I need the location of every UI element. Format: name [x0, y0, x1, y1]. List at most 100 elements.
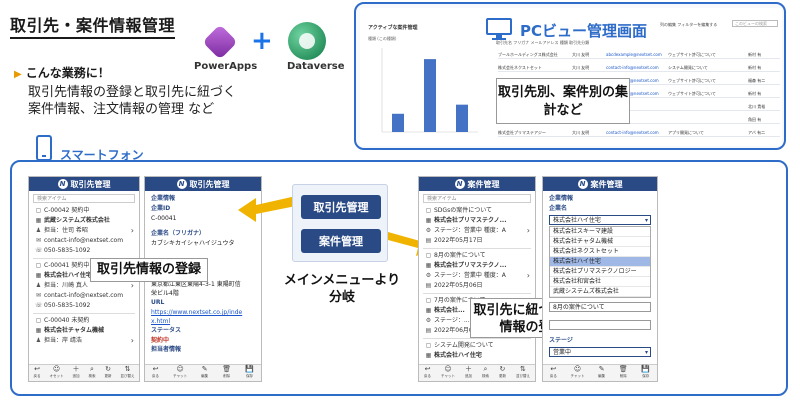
gear-icon: ⚙: [425, 317, 432, 324]
back-button[interactable]: ↩戻る: [549, 365, 557, 379]
nextset-logo-icon: N: [176, 179, 187, 189]
pc-table-cell: contact-info@nextset.com: [606, 130, 659, 135]
dropdown-option-selected[interactable]: 株式会社ハイ住宅: [550, 257, 650, 267]
back-button[interactable]: ↩戻る: [33, 365, 41, 379]
account-management-button[interactable]: 取引先管理: [301, 195, 381, 219]
pc-table-cell: 大川 友明: [572, 52, 590, 57]
page-title: 取引先・案件情報管理: [10, 12, 176, 39]
list-item[interactable]: ▢C-00040 未契約 ▦株式会社チャタム機械 ♟担当：岸 靖浩›: [29, 316, 139, 346]
url-link-2[interactable]: x.html: [151, 318, 171, 325]
pc-table-cell: contact-info@nextset.com: [606, 65, 659, 70]
dropdown-option[interactable]: 株式会社ネクストセット: [550, 247, 650, 257]
dropdown-option[interactable]: 株式会社チャタム機械: [550, 237, 650, 247]
edit-button[interactable]: ✎編集: [201, 365, 209, 379]
save-button[interactable]: 💾保存: [245, 365, 254, 379]
smartphone-icon: [36, 135, 52, 161]
case-name-input[interactable]: 8月の案件について: [549, 302, 651, 312]
list-item[interactable]: ▢システム開発について ▦株式会社ハイ住宅: [419, 341, 535, 361]
list-item[interactable]: ▢SDGsの案件について ▦株式会社プリマステクノ... ⚙ステージ：営業中 種…: [419, 206, 535, 246]
back-button[interactable]: ↩戻る: [152, 365, 160, 379]
list-item-person: ♟担当：川崎 真人›: [35, 281, 134, 290]
dropdown-option[interactable]: 武蔵システムズ株式会社: [550, 287, 650, 297]
nextset-logo-icon: N: [57, 179, 68, 189]
chat-button[interactable]: ☺チャット: [570, 365, 585, 379]
case-title: ▢7月の案件について: [425, 297, 486, 304]
building-icon: ▦: [425, 262, 432, 269]
add-button[interactable]: ＋追加: [72, 365, 80, 379]
chart-bar: [392, 113, 404, 132]
refresh-button[interactable]: ↻更新: [104, 365, 112, 379]
screen-header-title: 案件管理: [467, 179, 500, 189]
search-button[interactable]: ⌕検索: [481, 365, 489, 379]
case-company: ▦株式会社...: [425, 307, 465, 314]
delete-button[interactable]: 🗑削除: [222, 365, 232, 379]
search-input[interactable]: 検索アイテム: [423, 194, 531, 203]
main-menu-caption: メインメニューより分岐: [283, 273, 401, 305]
screen-header-title: 取引先管理: [70, 179, 111, 189]
stage-select[interactable]: 営業中▾: [549, 347, 651, 357]
company-id-label: 企業ID: [151, 205, 171, 212]
add-button[interactable]: ＋追加: [464, 365, 472, 379]
section-label: 企業情報: [549, 195, 574, 202]
sort-button[interactable]: ⇅並び替え: [515, 365, 530, 379]
person-icon: ♟: [35, 282, 42, 289]
list-item[interactable]: ▢7月の案件について ▦株式会社... ⚙ステージ：... ▤2022年06月0…: [419, 296, 535, 336]
refresh-button[interactable]: ↻更新: [498, 365, 506, 379]
document-icon: ▢: [425, 252, 432, 259]
list-item-person: ♟担当：岸 靖浩›: [35, 336, 134, 345]
list-item-name: ▦武蔵システムズ株式会社: [35, 217, 110, 224]
list-item-email: ✉contact-info@nextset.com: [35, 237, 124, 244]
pc-toolbar-buttons[interactable]: 列の編集 フィルターを編集する: [660, 22, 718, 27]
pc-table-cell: 新村 有: [748, 65, 762, 70]
monitor-icon: [486, 18, 512, 40]
url-label: URL: [151, 299, 165, 306]
edit-button[interactable]: ✎編集: [598, 365, 606, 379]
list-item[interactable]: ▢8月の案件について ▦株式会社プリマステクノ... ⚙ステージ：営業中 種度：…: [419, 251, 535, 291]
chat-button[interactable]: ☺チャット: [441, 365, 455, 379]
pc-table-cell: contact-info@nextset.com: [606, 78, 659, 83]
main-menu: 取引先管理 案件管理: [292, 184, 388, 262]
chat-button[interactable]: ☺チャット: [173, 365, 188, 379]
url-link[interactable]: https://www.nextset.co.jp/inde: [151, 309, 243, 316]
pc-table-cell: ブールホールディングス株式会社: [498, 52, 558, 57]
save-button[interactable]: 💾保存: [641, 365, 651, 379]
company-select[interactable]: 株式会社ハイ住宅▾: [549, 215, 651, 225]
dropdown-option[interactable]: 株式会社プリマステクノロジー: [550, 267, 650, 277]
back-button[interactable]: ↩戻る: [424, 365, 431, 379]
case-date: ▤2022年06月09日: [425, 327, 483, 334]
powerapps-label: PowerApps: [194, 61, 258, 72]
company-name-value: カブシキカイシャハイジュウタ: [151, 240, 235, 247]
screen-header-title: 取引先管理: [189, 179, 230, 189]
text-input[interactable]: [549, 320, 651, 330]
case-title: ▢8月の案件について: [425, 252, 486, 259]
person-icon: ♟: [35, 337, 42, 344]
dropdown-option[interactable]: 株式会社和宮会社: [550, 277, 650, 287]
list-item[interactable]: ▢C-00041 契約中 ▦株式会社ハイ住宅 ♟担当：川崎 真人› ✉conta…: [29, 261, 139, 311]
nextset-logo-icon: N: [577, 179, 588, 189]
chevron-right-icon: ›: [130, 281, 134, 290]
delete-button[interactable]: 🗑削除: [618, 365, 628, 379]
case-title: ▢SDGsの案件について: [425, 207, 493, 214]
bottom-toolbar: ↩戻る ☺オセット ＋追加 ⌕検索 ↻更新 ⇅並び替え: [29, 364, 139, 381]
case-company: ▦株式会社プリマステクノ...: [425, 262, 507, 269]
sort-button[interactable]: ⇅並び替え: [120, 365, 135, 379]
mail-icon: ✉: [35, 237, 42, 244]
chat-button[interactable]: ☺オセット: [49, 365, 64, 379]
building-icon: ▦: [425, 307, 432, 314]
business-description: 取引先情報の登録と取引先に紐づく 案件情報、注文情報の管理 など: [28, 84, 348, 118]
list-item-name: ▦株式会社ハイ住宅: [35, 272, 92, 279]
list-item-code: ▢C-00040 未契約: [35, 317, 90, 324]
chart-bars: [392, 59, 468, 132]
list-item[interactable]: ▢C-00042 契約中 ▦武蔵システムズ株式会社 ♟担当：住司 希昭› ✉co…: [29, 206, 139, 256]
case-management-button[interactable]: 案件管理: [301, 229, 381, 253]
pc-chart-caption: 種類 (この種類): [368, 36, 397, 41]
search-input[interactable]: 検索アイテム: [33, 194, 135, 203]
pc-view-panel: アクティブな案件管理 種類 (この種類) PCビュー管理画面 列の編集 フィルタ…: [354, 2, 786, 150]
pc-search-input[interactable]: このビューの検索: [732, 20, 778, 27]
dropdown-option[interactable]: 株式会社スキーマ建設: [550, 227, 650, 237]
search-button[interactable]: ⌕検索: [88, 365, 96, 379]
